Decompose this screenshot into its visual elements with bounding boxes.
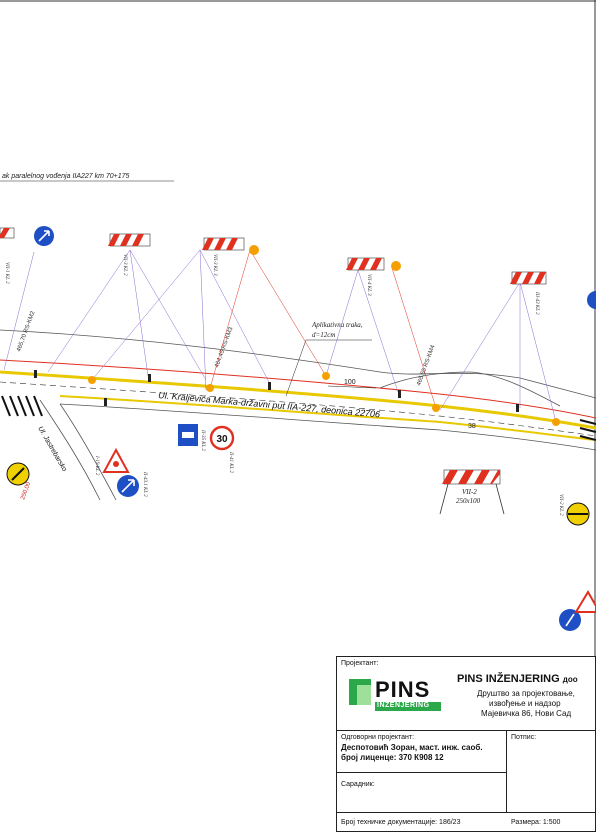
yellow-signs: [6, 462, 590, 526]
scale-label: Размера:: [511, 819, 541, 826]
scale-value: 1:500: [542, 819, 561, 826]
marking-note-2: d=12cm: [312, 331, 335, 339]
barrier-label-2: 250x100: [456, 497, 481, 505]
side-street-name: Ul. Jastrebarsko: [36, 426, 67, 473]
barrier-boards: [0, 227, 547, 515]
odgovorni-name: Деспотовић Зоран, маст. инж. саоб.: [341, 743, 483, 752]
dimension-100: 100: [344, 379, 356, 386]
header-note: ak paralelnog vođenja IIA227 km 70+175: [2, 173, 130, 180]
warning-triangles: [102, 447, 596, 613]
document-number-value: 186/23: [439, 819, 461, 826]
sign-code-1: VII-1 KL 2: [4, 262, 9, 284]
warning-lamps: [88, 245, 560, 426]
company-desc-1: Друштво за пројектовање,: [477, 689, 575, 698]
road: [0, 329, 596, 501]
marking-note-1: Aplikativna traka,: [311, 321, 363, 329]
logo-text: PINS: [375, 677, 431, 702]
sign-code-8: I-19 KL 2: [94, 455, 99, 476]
sign-code-10: VII-2 KL 2: [558, 494, 563, 516]
potpis-label: Потпис:: [511, 734, 537, 741]
title-block: Пројектант: PINS INŽENJERING PINS INŽENJ…: [336, 656, 596, 832]
speed-limit-value: 30: [216, 434, 228, 445]
logo-subtext: INŽENJERING: [377, 702, 430, 709]
sign-code-9: III-43 KL 2: [534, 291, 539, 315]
projektant-label: Пројектант:: [341, 660, 379, 667]
dimension-38: 38: [468, 423, 476, 430]
sign-code-2: VII-3 KL 2: [122, 254, 127, 276]
licence-number: број лиценце: 370 К908 12: [341, 753, 444, 762]
sign-code-6: II-41 KL 2: [228, 451, 233, 474]
saradnik-label: Сарадник:: [341, 781, 375, 788]
sign-code-5: II-35 KL 2: [200, 429, 205, 452]
odgovorni-label: Одговорни пројектант:: [341, 734, 415, 741]
sign-code-7: II-43.1 KL 2: [142, 471, 147, 497]
speed-limit-sign: [209, 425, 235, 451]
chainage-3: 465,55 RS-KM4: [416, 344, 436, 387]
company-logo: PINS INŽENJERING: [349, 677, 441, 711]
delineator-posts: [34, 370, 519, 412]
company-name: PINS INŽENJERING: [457, 673, 560, 685]
company-desc-2: извођење и надзор: [489, 699, 561, 708]
leader-lines: [3, 249, 557, 423]
company-suffix: доо: [562, 675, 578, 684]
company-address: Мајевичка 86, Нови Сад: [481, 709, 572, 718]
sign-code-4: VII-4 KL 3: [366, 274, 371, 296]
sign-code-3: VII-3 KL 3: [212, 254, 217, 276]
blue-signs: [34, 226, 596, 631]
document-number-label: Број техничке документације:: [341, 819, 438, 826]
barrier-label-1: VII-2: [462, 488, 477, 496]
